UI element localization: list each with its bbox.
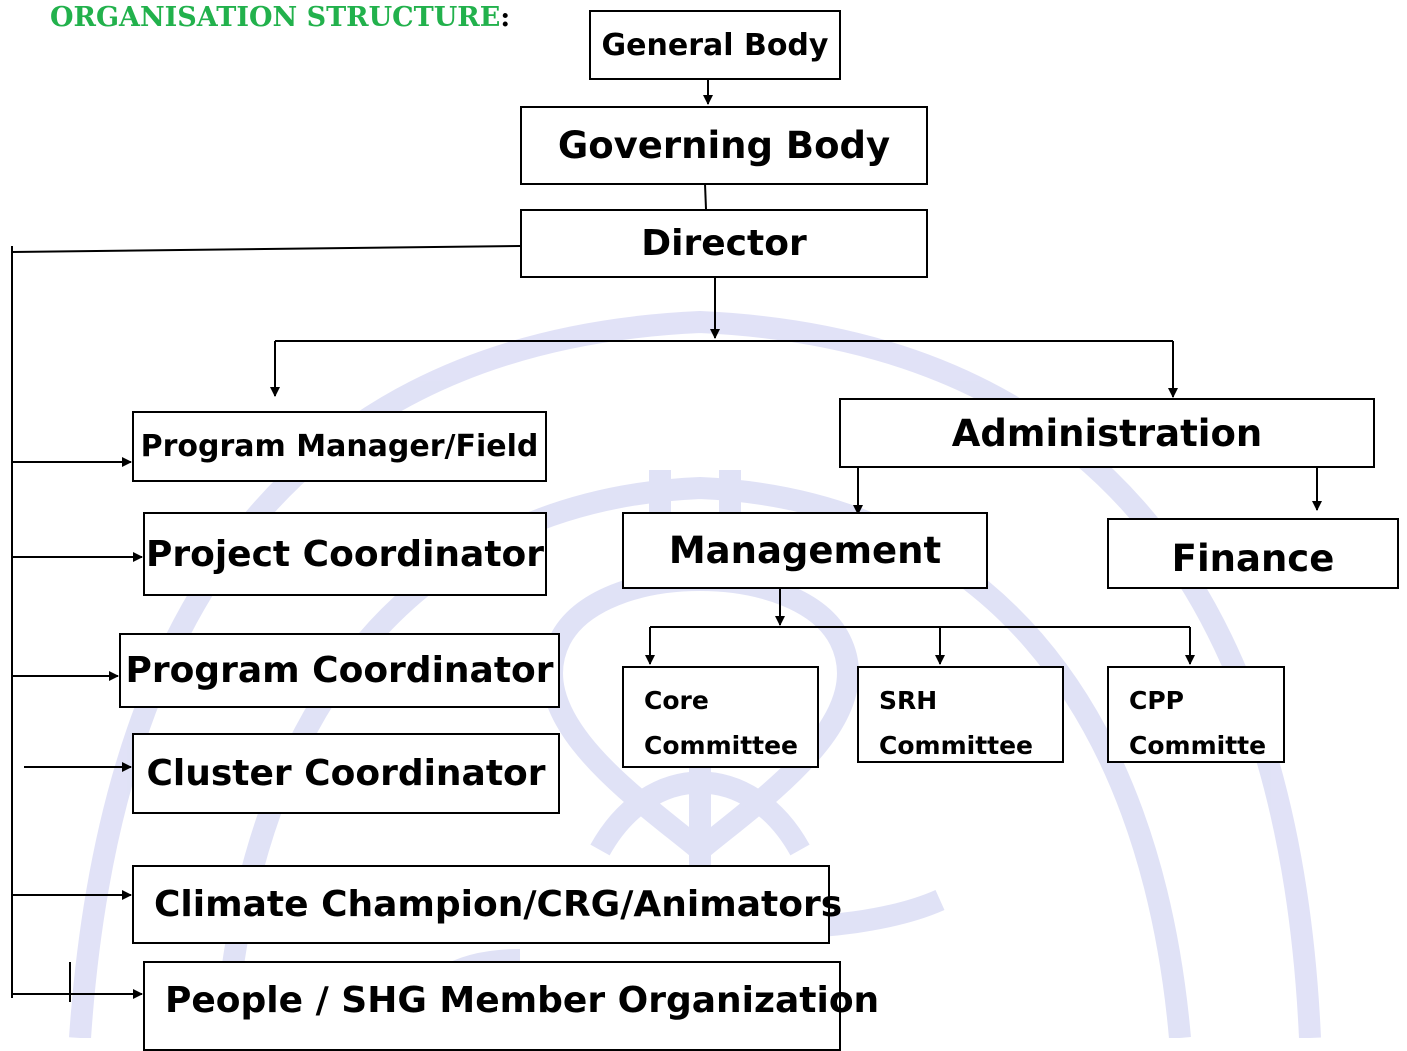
node-program-coordinator: Program Coordinator bbox=[119, 633, 560, 708]
node-cpp-committee: CPP Committe bbox=[1107, 666, 1285, 763]
node-director: Director bbox=[520, 209, 928, 278]
node-srh-committee: SRH Committee bbox=[857, 666, 1064, 763]
node-people-shg: People / SHG Member Organization bbox=[143, 961, 879, 1051]
edge-governing-director bbox=[704, 183, 707, 210]
edge-director-left bbox=[11, 245, 521, 253]
node-general-body: General Body bbox=[589, 10, 841, 80]
node-finance: Finance bbox=[1107, 518, 1399, 589]
node-governing-body: Governing Body bbox=[520, 106, 928, 185]
node-program-manager: Program Manager/Field bbox=[132, 411, 547, 482]
node-climate-champion: Climate Champion/CRG/Animators bbox=[132, 865, 842, 944]
node-core-committee: Core Committee bbox=[622, 666, 819, 768]
node-project-coordinator: Project Coordinator bbox=[143, 512, 547, 596]
node-administration: Administration bbox=[839, 398, 1375, 468]
page-title: ORGANISATION STRUCTURE: bbox=[50, 2, 511, 33]
node-cluster-coordinator: Cluster Coordinator bbox=[132, 733, 560, 814]
node-management: Management bbox=[622, 512, 988, 589]
